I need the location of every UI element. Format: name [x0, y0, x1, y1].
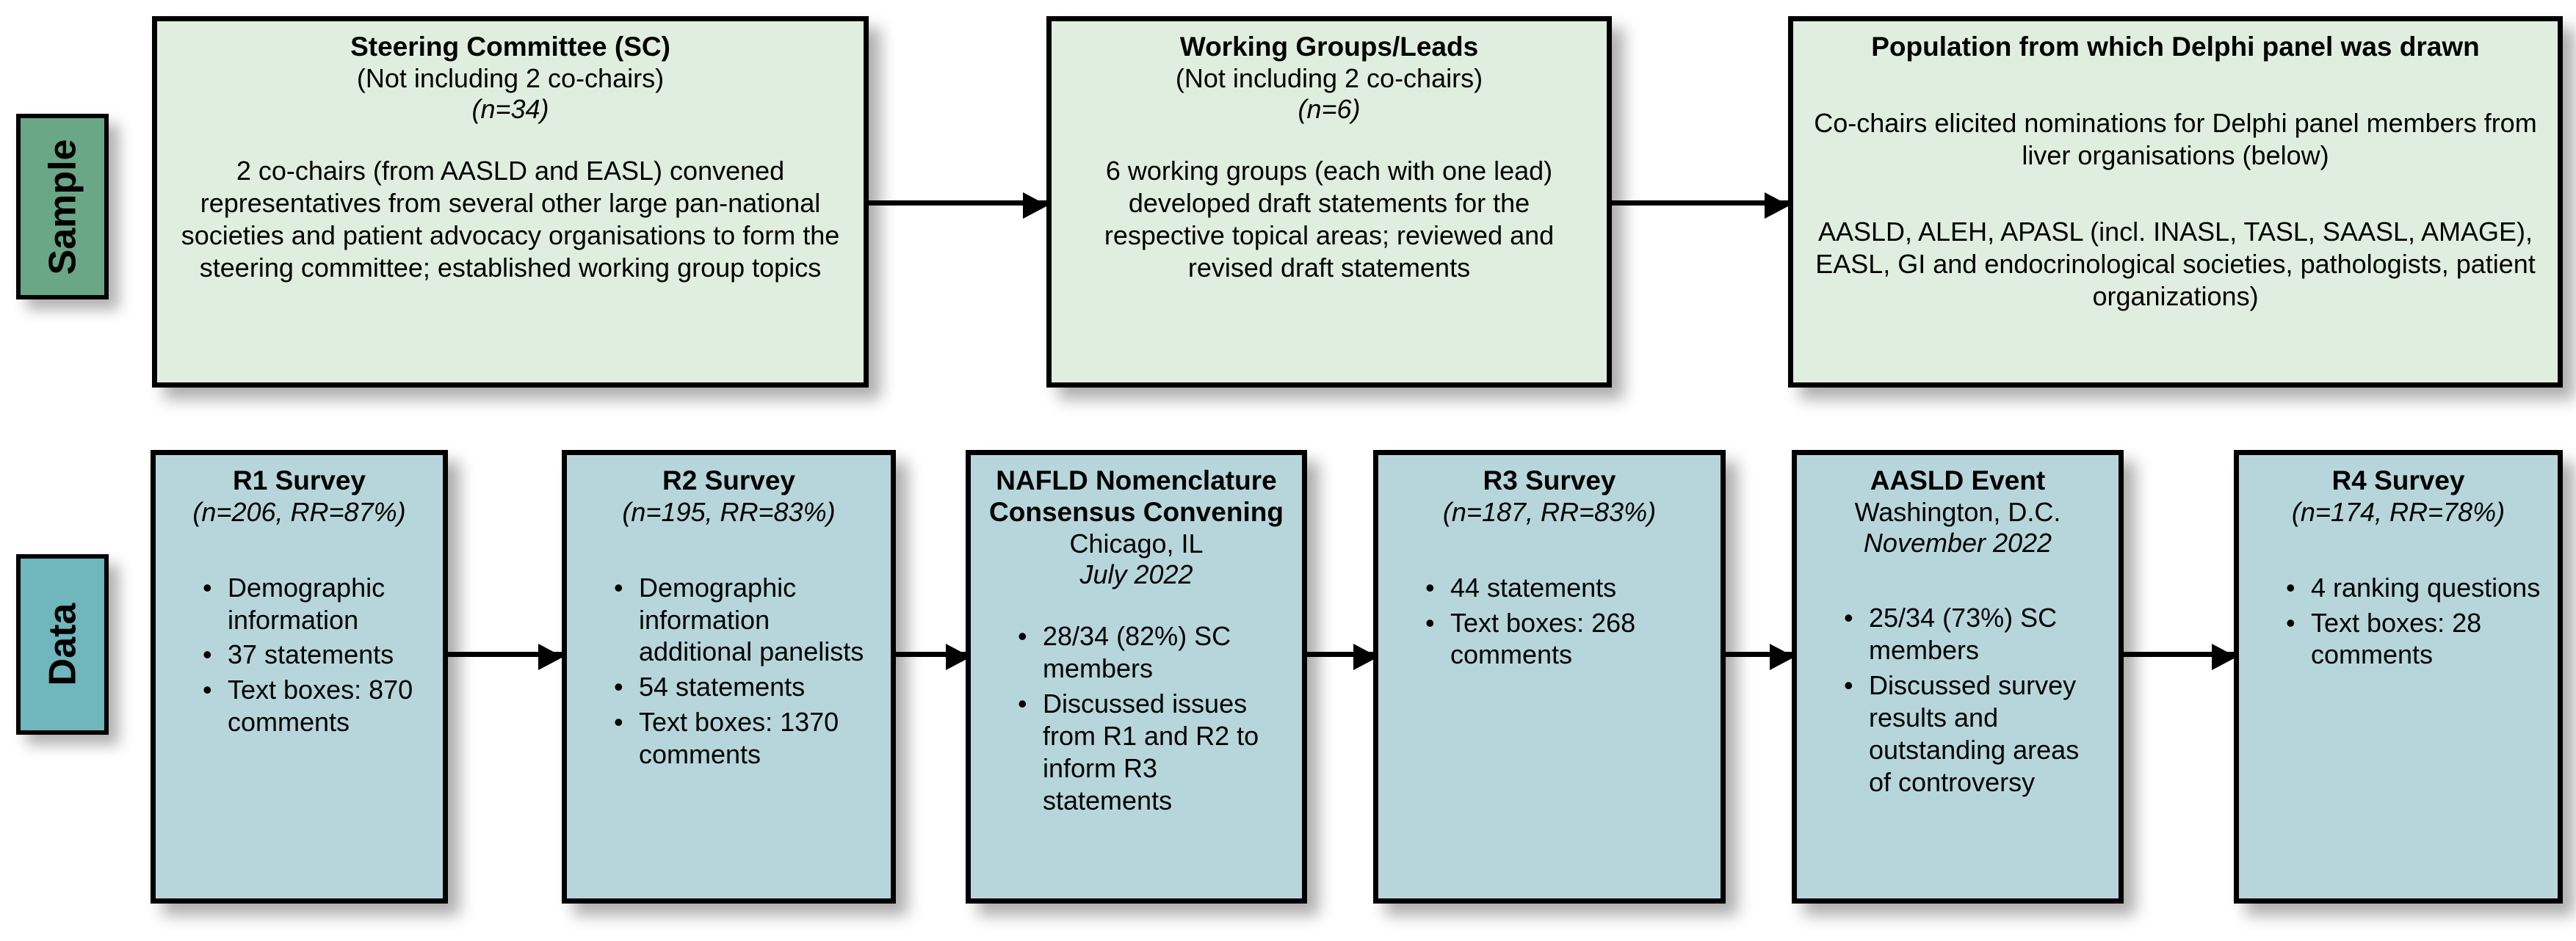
aasld-location: Washington, D.C.: [1854, 496, 2061, 527]
spacer: [169, 528, 430, 572]
list-item: Demographic information additional panel…: [614, 572, 878, 669]
spacer: [1810, 558, 2105, 602]
node-r1-survey[interactable]: R1 Survey (n=206, RR=87%) Demographic in…: [151, 450, 448, 904]
r4-title: R4 Survey: [2331, 465, 2465, 495]
nafld-location: Chicago, IL: [1069, 528, 1204, 559]
spacer: [1812, 63, 2539, 107]
node-r2-survey[interactable]: R2 Survey (n=195, RR=83%) Demographic in…: [562, 450, 896, 904]
list-item: Discussed survey results and outstanding…: [1844, 669, 2105, 799]
node-r3-survey[interactable]: R3 Survey (n=187, RR=83%) 44 statements …: [1373, 450, 1726, 904]
arrow-nafld-to-r3: [1307, 644, 1378, 670]
r4-subtitle: (n=174, RR=78%): [2291, 496, 2506, 527]
nafld-bullet-list: 28/34 (82%) SC members Discussed issues …: [984, 620, 1289, 816]
steering-committee-n: (n=34): [471, 93, 549, 124]
list-item: Text boxes: 268 comments: [1425, 607, 1707, 672]
nafld-date: July 2022: [1079, 559, 1193, 589]
spacer: [2252, 528, 2544, 572]
arrow-r3-to-aasld: [1726, 644, 1795, 670]
node-aasld-event[interactable]: AASLD Event Washington, D.C. November 20…: [1792, 450, 2124, 904]
arrow-wg-to-population: [1612, 192, 1790, 219]
r4-bullet-list: 4 ranking questions Text boxes: 28 comme…: [2252, 572, 2544, 672]
list-item: Text boxes: 28 comments: [2286, 607, 2544, 672]
nafld-title-line-2: Consensus Convening: [989, 496, 1284, 527]
aasld-bullet-list: 25/34 (73%) SC members Discussed survey …: [1810, 602, 2105, 798]
r1-subtitle: (n=206, RR=87%): [192, 496, 406, 527]
arrow-sc-to-wg: [869, 192, 1048, 219]
band-label-data: Data: [16, 554, 109, 735]
population-body: Co-chairs elicited nominations for Delph…: [1814, 107, 2537, 170]
population-title: Population from which Delphi panel was d…: [1871, 32, 2480, 62]
r2-subtitle: (n=195, RR=83%): [622, 496, 836, 527]
r3-subtitle: (n=187, RR=83%): [1442, 496, 1657, 527]
working-groups-body: 6 working groups (each with one lead) de…: [1104, 156, 1555, 283]
aasld-title: AASLD Event: [1870, 465, 2046, 495]
arrow-r2-to-nafld: [896, 644, 971, 670]
r2-bullet-list: Demographic information additional panel…: [580, 572, 878, 771]
arrow-r1-to-r2: [448, 644, 563, 670]
list-item: Demographic information: [203, 572, 430, 636]
r3-title: R3 Survey: [1483, 465, 1616, 495]
r2-title: R2 Survey: [662, 465, 795, 495]
list-item: 28/34 (82%) SC members: [1018, 620, 1289, 685]
r1-title: R1 Survey: [233, 465, 366, 495]
spacer: [580, 528, 878, 572]
working-groups-subtitle: (Not including 2 co-chairs): [1175, 62, 1483, 93]
node-r4-survey[interactable]: R4 Survey (n=174, RR=78%) 4 ranking ques…: [2234, 450, 2563, 904]
spacer: [1392, 528, 1707, 572]
aasld-date: November 2022: [1863, 527, 2052, 558]
spacer: [1812, 172, 2539, 216]
band-label-sample: Sample: [16, 114, 109, 299]
list-item: 37 statements: [203, 639, 430, 671]
list-item: 4 ranking questions: [2286, 572, 2544, 604]
list-item: Text boxes: 870 comments: [203, 674, 430, 738]
spacer: [170, 124, 850, 155]
node-population[interactable]: Population from which Delphi panel was d…: [1788, 16, 2563, 388]
steering-committee-subtitle: (Not including 2 co-chairs): [356, 62, 665, 93]
population-body-2: AASLD, ALEH, APASL (incl. INASL, TASL, S…: [1815, 216, 2536, 311]
spacer: [1065, 124, 1593, 155]
r3-bullet-list: 44 statements Text boxes: 268 comments: [1392, 572, 1707, 672]
spacer: [984, 589, 1289, 620]
steering-committee-body: 2 co-chairs (from AASLD and EASL) conven…: [181, 156, 840, 283]
working-groups-n: (n=6): [1298, 93, 1361, 124]
band-label-sample-text: Sample: [41, 139, 84, 275]
node-working-groups[interactable]: Working Groups/Leads (Not including 2 co…: [1046, 16, 1612, 388]
arrow-aasld-to-r4: [2124, 644, 2237, 670]
steering-committee-title: Steering Committee (SC): [350, 32, 670, 62]
node-nafld-convening[interactable]: NAFLD Nomenclature Consensus Convening C…: [966, 450, 1307, 904]
node-steering-committee[interactable]: Steering Committee (SC) (Not including 2…: [152, 16, 869, 388]
list-item: 44 statements: [1425, 572, 1707, 604]
nafld-title-line-1: NAFLD Nomenclature: [996, 465, 1277, 495]
band-label-data-text: Data: [41, 603, 84, 686]
list-item: Discussed issues from R1 and R2 to infor…: [1018, 688, 1289, 817]
list-item: Text boxes: 1370 comments: [614, 706, 878, 771]
r1-bullet-list: Demographic information 37 statements Te…: [169, 572, 430, 739]
list-item: 54 statements: [614, 671, 878, 703]
working-groups-title: Working Groups/Leads: [1179, 32, 1479, 62]
list-item: 25/34 (73%) SC members: [1844, 602, 2105, 666]
